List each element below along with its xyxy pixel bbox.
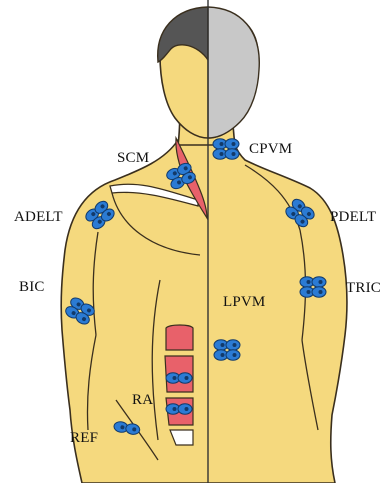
label-tric: TRIC [346, 280, 381, 296]
label-bic: BIC [19, 279, 45, 295]
label-adelt: ADELT [14, 209, 63, 225]
body-silhouette [61, 10, 347, 483]
label-ra: RA [132, 392, 153, 408]
label-pdelt: PDELT [330, 209, 376, 225]
back-of-head [208, 7, 259, 138]
label-cpvm: CPVM [249, 141, 292, 157]
label-ref: REF [70, 430, 98, 446]
label-lpvm: LPVM [223, 294, 265, 310]
label-scm: SCM [117, 150, 149, 166]
